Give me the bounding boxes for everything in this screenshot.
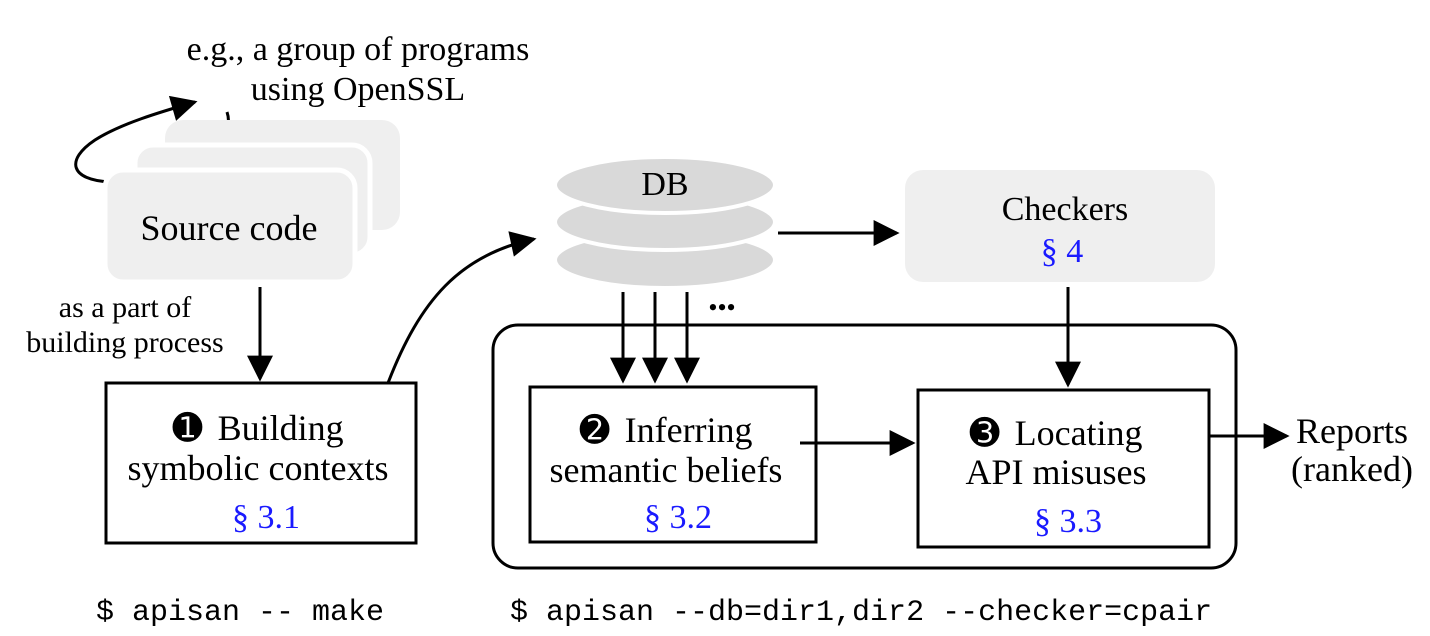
- arrow-step1-to-db: [386, 231, 537, 384]
- step3-ref: § 3.3: [1034, 503, 1102, 540]
- step2-box: ➋ Inferring semantic beliefs § 3.2: [528, 385, 818, 544]
- step2-line-1: Inferring: [625, 410, 753, 450]
- reports-line-2: (ranked): [1291, 449, 1413, 489]
- analysis-container: [491, 323, 1238, 570]
- step3-line-2: API misuses: [965, 452, 1146, 492]
- checkers-label: Checkers: [1002, 191, 1129, 228]
- build-note-line-2: building process: [26, 326, 223, 359]
- checkers-ref: § 4: [1041, 233, 1084, 270]
- step3-line-1: Locating: [1015, 413, 1143, 453]
- svg-text:➌ Locating: ➌ Locating: [969, 413, 1142, 453]
- svg-text:➊ Building: ➊ Building: [172, 408, 343, 448]
- command-build: $ apisan -- make: [96, 596, 384, 630]
- step1-line-2: symbolic contexts: [128, 448, 389, 488]
- note-line-1: e.g., a group of programs: [187, 31, 530, 68]
- checkers-box: Checkers § 4: [905, 170, 1215, 282]
- step1-number: ➊: [172, 408, 202, 448]
- step3-box: ➌ Locating API misuses § 3.3: [916, 388, 1211, 549]
- db-ellipsis: •••: [708, 293, 735, 322]
- command-check: $ apisan --db=dir1,dir2 --checker=cpair: [510, 596, 1212, 630]
- step1-box: ➊ Building symbolic contexts § 3.1: [104, 381, 418, 545]
- reports-line-1: Reports: [1296, 411, 1408, 451]
- build-note-line-1: as a part of: [59, 291, 191, 324]
- svg-text:➋ Inferring: ➋ Inferring: [579, 410, 752, 450]
- step1-line-1: Building: [218, 408, 344, 448]
- db-label: DB: [641, 166, 688, 203]
- step2-line-2: semantic beliefs: [550, 450, 783, 490]
- source-code-label: Source code: [141, 208, 318, 248]
- step1-ref: § 3.1: [232, 499, 300, 536]
- step3-number: ➌: [969, 413, 999, 453]
- db-cylinder: DB: [553, 155, 777, 290]
- note-line-2: using OpenSSL: [251, 71, 465, 108]
- step2-ref: § 3.2: [644, 499, 712, 536]
- step2-number: ➋: [579, 410, 609, 450]
- source-code-stack: Source code: [102, 120, 400, 285]
